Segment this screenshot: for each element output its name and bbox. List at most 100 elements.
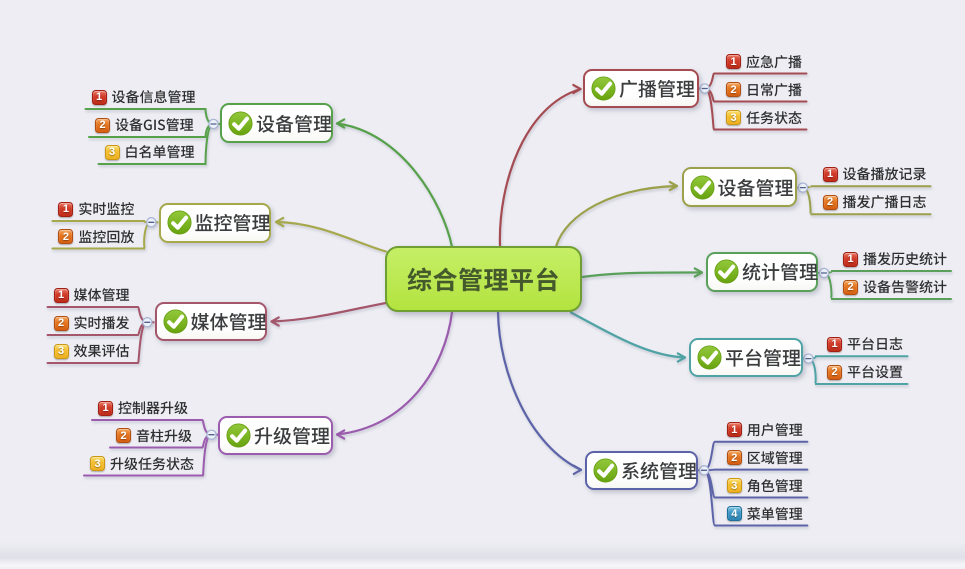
topic-platform[interactable]: 平台管理 (689, 337, 803, 377)
topic-device-left[interactable]: 设备管理 (220, 103, 333, 143)
root-topic[interactable]: 综合管理平台 (385, 246, 582, 312)
arrowhead-media-icon (270, 316, 280, 327)
check-icon (714, 259, 739, 284)
subtopic-line-stats-1 (823, 270, 952, 274)
subtopic-label: 用户管理 (746, 419, 803, 440)
topic-device-right[interactable]: 设备管理 (681, 167, 797, 208)
number-2-badge: 2 (726, 450, 742, 466)
subtopic-label: 角色管理 (746, 475, 803, 496)
number-2-badge: 2 (843, 279, 858, 295)
check-icon (228, 110, 253, 136)
connector-root-to-broadcast (498, 87, 582, 248)
subtopic-label: 播发历史统计 (863, 249, 947, 269)
topic-label: 设备管理 (717, 173, 794, 201)
arrowhead-broadcast-icon (572, 83, 582, 95)
topic-upgrade[interactable]: 升级管理 (218, 415, 333, 455)
subtopic-label: 任务状态 (746, 107, 802, 128)
subtopic-label: 平台设置 (847, 362, 903, 382)
number-3-badge: 3 (726, 478, 742, 493)
subtopic-label: 设备播放记录 (842, 164, 927, 185)
number-1-badge: 1 (843, 251, 858, 267)
subtopic-system-3[interactable]: 3 角色管理 (726, 475, 803, 497)
number-2-badge: 2 (58, 229, 74, 244)
check-icon (166, 210, 192, 235)
subtopic-stats-1[interactable]: 1 播发历史统计 (843, 248, 947, 270)
subtopic-label: 区域管理 (746, 447, 803, 468)
subtopic-label: 白名单管理 (124, 142, 195, 162)
check-icon (591, 76, 616, 101)
subtopic-label: 应急广播 (746, 51, 802, 72)
topic-label: 监控管理 (194, 209, 271, 236)
subtopic-monitor-2[interactable]: 2 监控回放 (58, 226, 134, 248)
number-3-badge: 3 (104, 144, 120, 160)
topic-label: 升级管理 (254, 421, 331, 449)
number-1-badge: 1 (58, 201, 74, 217)
check-icon (593, 458, 618, 483)
subtopic-label: 设备信息管理 (111, 87, 196, 107)
topic-label: 系统管理 (621, 456, 698, 484)
topic-label: 统计管理 (742, 258, 819, 286)
subtopic-line-system-2 (703, 468, 809, 472)
connector-root-to-monitor (274, 220, 388, 253)
number-1-badge: 1 (98, 400, 113, 416)
subtopic-label: 日常广播 (746, 79, 802, 100)
check-icon (689, 175, 715, 200)
arrowhead-device-right-icon (668, 180, 679, 192)
number-1-badge: 1 (827, 336, 842, 352)
subtopic-label: 媒体管理 (73, 285, 130, 305)
number-3-badge: 3 (53, 343, 69, 359)
topic-label: 媒体管理 (190, 308, 267, 335)
topic-broadcast[interactable]: 广播管理 (583, 69, 699, 108)
number-2-badge: 2 (95, 117, 110, 133)
topic-system[interactable]: 系统管理 (585, 451, 698, 490)
number-2-badge: 2 (53, 315, 69, 331)
topic-stats[interactable]: 统计管理 (706, 252, 818, 292)
check-icon-mark (701, 350, 719, 365)
subtopic-upgrade-1[interactable]: 1 控制器升级 (98, 397, 188, 419)
subtopic-broadcast-2[interactable]: 2 日常广播 (726, 79, 802, 101)
topic-monitor[interactable]: 监控管理 (158, 202, 271, 243)
connector-root-to-stats (581, 271, 704, 279)
arrowhead-upgrade-icon (335, 429, 346, 440)
subtopic-label: 音柱升级 (136, 425, 192, 446)
subtopic-label: 平台日志 (847, 334, 903, 355)
subtopic-label: 控制器升级 (118, 398, 188, 418)
arrowhead-system-icon (572, 464, 583, 475)
number-4-badge: 4 (726, 506, 742, 521)
check-icon-mark (170, 215, 188, 230)
topic-label: 设备管理 (256, 109, 333, 137)
subtopic-line-platform-1 (807, 355, 909, 360)
topic-label: 广播管理 (619, 75, 696, 102)
topic-media[interactable]: 媒体管理 (154, 302, 267, 341)
connector-root-to-system (496, 310, 583, 471)
subtopic-platform-1[interactable]: 1 平台日志 (827, 333, 903, 355)
arrowhead-platform-icon (676, 352, 687, 363)
check-icon-mark (166, 314, 184, 329)
subtopic-label: 监控回放 (78, 226, 135, 247)
connector-root-to-media (270, 301, 388, 323)
check-icon (226, 422, 251, 448)
arrowhead-device-left-icon (335, 118, 346, 129)
check-icon (697, 344, 722, 370)
number-2-badge: 2 (726, 82, 741, 97)
connector-root-to-device-left (335, 122, 454, 249)
number-2-badge: 2 (822, 194, 838, 210)
